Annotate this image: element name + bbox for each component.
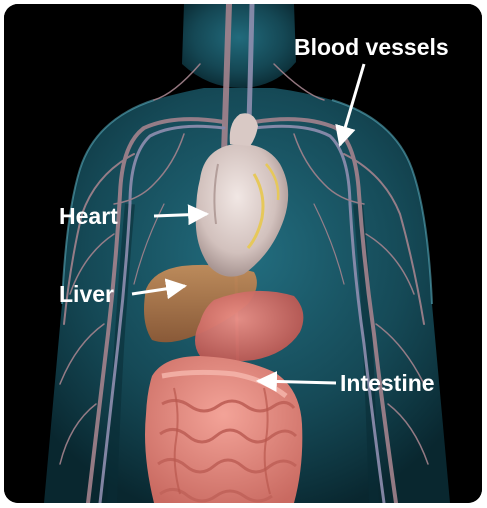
heart-arrow-icon xyxy=(154,214,207,216)
heart-label: Heart xyxy=(59,203,118,229)
intestine-label: Intestine xyxy=(340,370,435,396)
intestine xyxy=(145,356,302,503)
liver-label: Liver xyxy=(59,281,114,307)
intestine-arrow-icon xyxy=(258,381,336,383)
figure-frame: Blood vessels Heart Liver Intestine xyxy=(4,4,482,503)
anatomy-illustration: Blood vessels Heart Liver Intestine xyxy=(4,4,482,503)
blood-vessels-label: Blood vessels xyxy=(294,34,449,60)
